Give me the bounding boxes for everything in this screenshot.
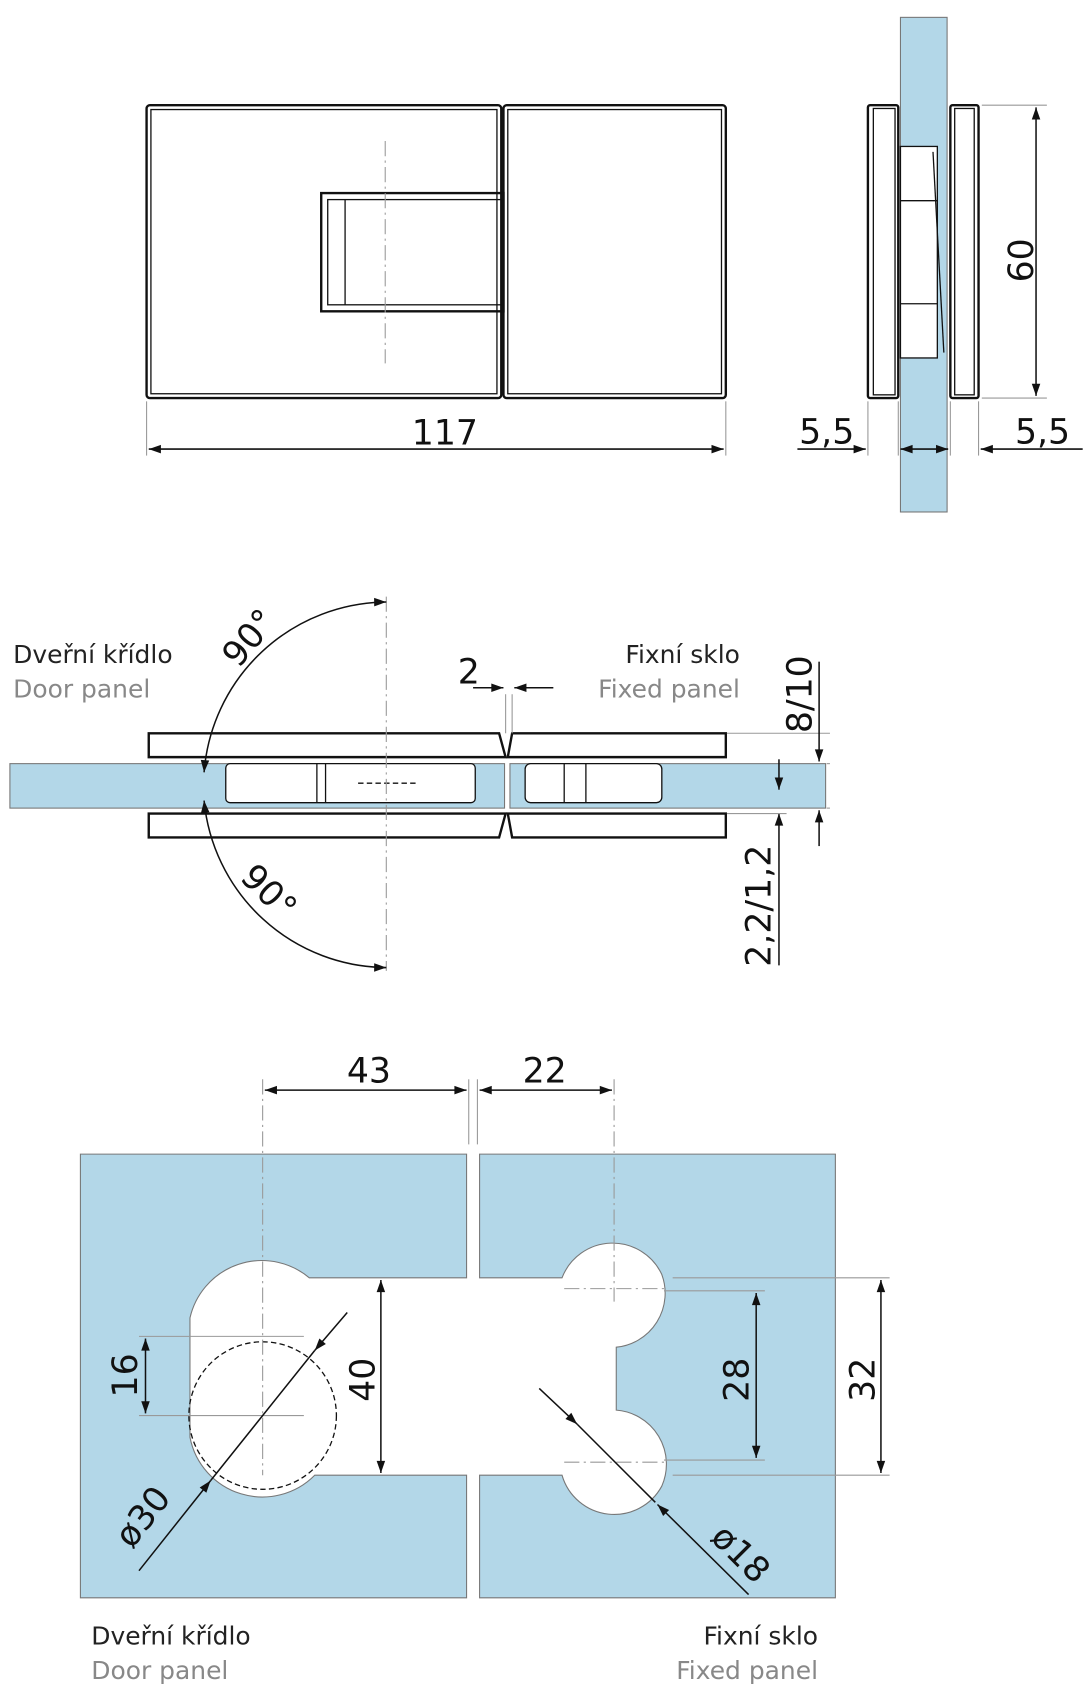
door-label-cz: Dveřní křídlo xyxy=(13,640,172,669)
angle-open-label: 90° xyxy=(215,602,285,675)
width-dimension: 117 xyxy=(412,414,478,454)
fixed-label-en: Fixed panel xyxy=(598,674,740,703)
left-offset-dimension: 5,5 xyxy=(799,413,854,453)
fixed-label-cz: Fixní sklo xyxy=(625,640,740,669)
top-view: Dveřní křídlo Door panel Fixní sklo Fixe… xyxy=(9,596,830,972)
cutout-door-label-cz: Dveřní křídlo xyxy=(91,1621,250,1650)
front-view: 117 xyxy=(145,104,728,456)
side-view: 60 5,5 5,5 xyxy=(797,16,1083,513)
gap-dimension: 2 xyxy=(458,652,480,692)
right-offset-dimension: 5,5 xyxy=(1015,413,1070,453)
fixed-glass-cutout xyxy=(479,1153,836,1599)
cutout-fixed-label-cz: Fixní sklo xyxy=(704,1621,819,1650)
cutout-view: 43 22 16 40 28 32 ø30 ø18 Dveřní křídlo … xyxy=(79,1052,890,1685)
cutout-door-label-en: Door panel xyxy=(91,1656,228,1685)
door-label-en: Door panel xyxy=(13,674,150,703)
dimension-22: 22 xyxy=(523,1052,567,1092)
door-glass-cutout xyxy=(79,1153,468,1599)
cutout-fixed-label-en: Fixed panel xyxy=(676,1656,818,1685)
dimension-28: 28 xyxy=(718,1358,758,1402)
glass-thickness-dimension: 8/10 xyxy=(781,655,821,733)
dimension-43: 43 xyxy=(347,1052,391,1092)
dimension-40: 40 xyxy=(343,1358,383,1402)
height-dimension: 60 xyxy=(1002,238,1042,282)
dimension-32: 32 xyxy=(843,1358,883,1402)
dimension-16: 16 xyxy=(106,1353,146,1397)
angle-close-label: 90° xyxy=(232,857,304,929)
gasket-dimension: 2,2/1,2 xyxy=(739,845,779,967)
